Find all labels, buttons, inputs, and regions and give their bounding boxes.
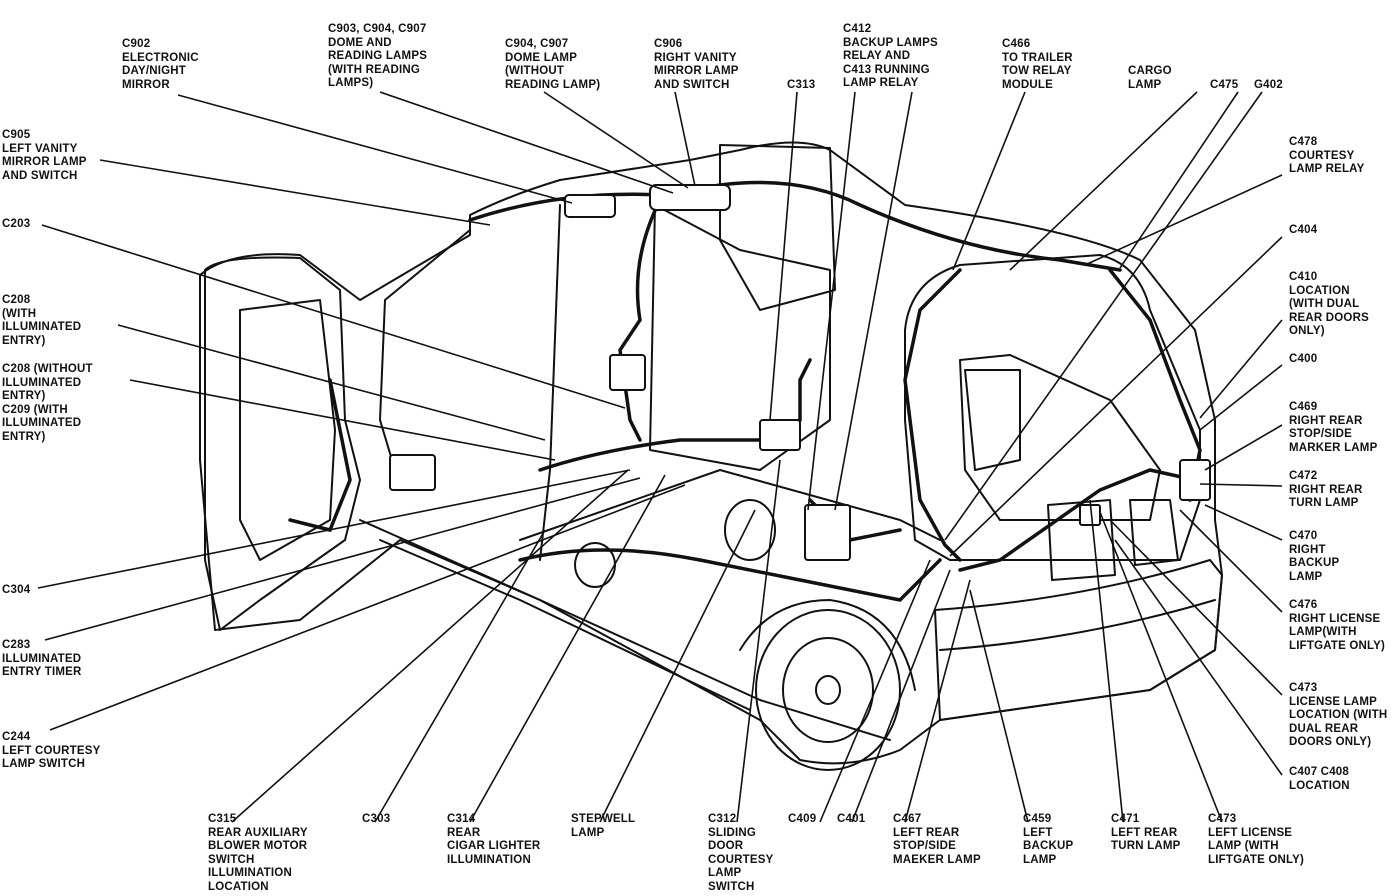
label-c244: C244 LEFT COURTESY LAMP SWITCH	[2, 731, 101, 770]
sliding-door-panel	[719, 144, 836, 311]
label-c203: C203	[2, 218, 31, 230]
label-c472: C472 RIGHT REAR TURN LAMP	[1289, 470, 1363, 509]
leader-lines	[37, 91, 1283, 823]
label-c313: C313	[787, 79, 816, 91]
license-plate	[1047, 499, 1116, 581]
label-c471: C471 LEFT REAR TURN LAMP	[1111, 813, 1181, 852]
label-c459: C459 LEFT BACKUP LAMP	[1023, 813, 1074, 866]
rear-wheel	[755, 609, 901, 771]
license-lamp	[1079, 504, 1101, 526]
label-c473-left-license: C473 LEFT LICENSE LAMP (WITH LIFTGATE ON…	[1208, 813, 1305, 866]
label-c470: C470 RIGHT BACKUP LAMP	[1289, 530, 1340, 583]
a-pillar	[379, 229, 471, 471]
label-g402: G402	[1254, 79, 1283, 91]
label-c412: C412 BACKUP LAMPS RELAY AND C413 RUNNING…	[843, 23, 938, 89]
front-door-inner	[239, 299, 336, 561]
label-c404: C404	[1289, 224, 1318, 236]
label-c409: C409	[788, 813, 817, 825]
label-c401: C401	[837, 813, 866, 825]
entry-timer	[389, 454, 436, 491]
label-c469: C469 RIGHT REAR STOP/SIDE MARKER LAMP	[1289, 401, 1378, 454]
floor-line	[519, 469, 941, 541]
quarter-window	[964, 369, 1021, 471]
liftgate-opening	[904, 254, 1201, 561]
rear-blower	[724, 499, 776, 561]
b-pillar	[539, 204, 561, 561]
front-door	[204, 256, 361, 631]
label-c283: C283 ILLUMINATED ENTRY TIMER	[2, 639, 82, 678]
rear-wheel-well	[739, 599, 916, 691]
rear-wheel-rim	[782, 637, 874, 743]
label-c303: C303	[362, 813, 391, 825]
label-c466: C466 TO TRAILER TOW RELAY MODULE	[1002, 38, 1073, 91]
pillar-harness	[618, 198, 662, 442]
label-c906: C906 RIGHT VANITY MIRROR LAMP AND SWITCH	[654, 38, 739, 91]
label-stepwell-lamp: STEPWELL LAMP	[571, 813, 636, 839]
label-c314: C314 REAR CIGAR LIGHTER ILLUMINATION	[447, 813, 541, 866]
rocker-panel	[359, 519, 891, 741]
front-door-harness	[288, 378, 352, 533]
rear-bumper	[934, 559, 1223, 721]
label-c407-c408: C407 C408 LOCATION	[1289, 766, 1350, 792]
relay-block	[804, 504, 851, 561]
label-c467: C467 LEFT REAR STOP/SIDE MAEKER LAMP	[893, 813, 981, 866]
rear-window	[959, 354, 1161, 521]
sliding-door-opening	[649, 204, 831, 471]
label-c476: C476 RIGHT LICENSE LAMP(WITH LIFTGATE ON…	[1289, 599, 1386, 652]
label-c304: C304	[2, 584, 31, 596]
label-c904: C904, C907 DOME LAMP (WITHOUT READING LA…	[505, 38, 601, 91]
rear-harness	[958, 468, 1197, 572]
label-cargo-lamp: CARGO LAMP	[1128, 65, 1172, 91]
courtesy-switch	[759, 419, 801, 451]
label-c315: C315 REAR AUXILIARY BLOWER MOTOR SWITCH …	[208, 813, 308, 893]
tail-lamp	[1129, 499, 1179, 566]
lamp-relay	[609, 354, 646, 391]
label-c473-license-location: C473 LICENSE LAMP LOCATION (WITH DUAL RE…	[1289, 682, 1388, 748]
label-c400: C400	[1289, 353, 1318, 365]
rear-bumper-line	[939, 599, 1216, 651]
floor-harness-2	[518, 548, 942, 602]
label-c902: C902 ELECTRONIC DAY/NIGHT MIRROR	[122, 38, 199, 91]
floor-harness	[538, 358, 812, 472]
label-c312: C312 SLIDING DOOR COURTESY LAMP SWITCH	[708, 813, 774, 893]
rocker-panel-2	[379, 539, 751, 711]
rear-wheel-hub	[815, 675, 841, 705]
liftgate-harness	[903, 268, 962, 562]
label-c903: C903, C904, C907 DOME AND READING LAMPS …	[328, 23, 428, 89]
label-c905: C905 LEFT VANITY MIRROR LAMP AND SWITCH	[2, 129, 87, 182]
label-c410: C410 LOCATION (WITH DUAL REAR DOORS ONLY…	[1289, 271, 1369, 337]
label-c208a: C208 (WITH ILLUMINATED ENTRY)	[2, 294, 82, 347]
side-marker	[1179, 459, 1211, 501]
day-night-mirror	[564, 194, 616, 218]
label-c478: C478 COURTESY LAMP RELAY	[1289, 136, 1365, 175]
label-c475: C475	[1210, 79, 1239, 91]
label-c208b: C208 (WITHOUT ILLUMINATED ENTRY) C209 (W…	[2, 363, 93, 443]
